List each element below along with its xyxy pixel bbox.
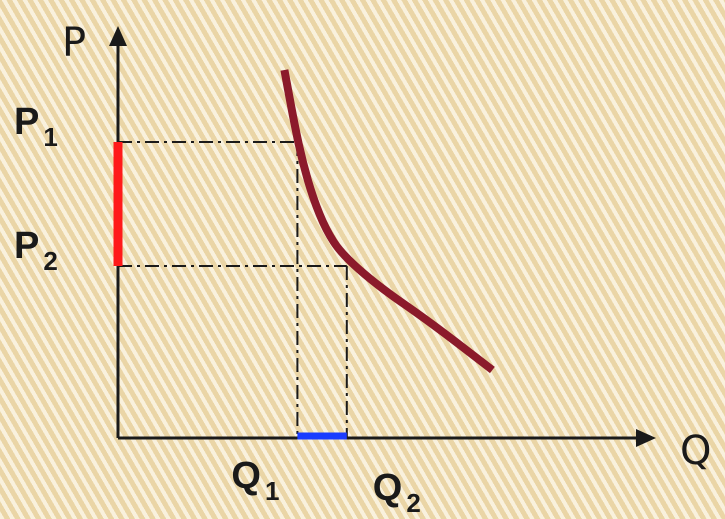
x-axis-label: Q [680,428,711,474]
y-axis-arrow-icon [109,26,127,46]
guide-lines [118,141,348,438]
demand-curve [280,69,495,374]
x-axis-arrow-icon [636,429,656,447]
y-axis-label: P [62,20,86,66]
